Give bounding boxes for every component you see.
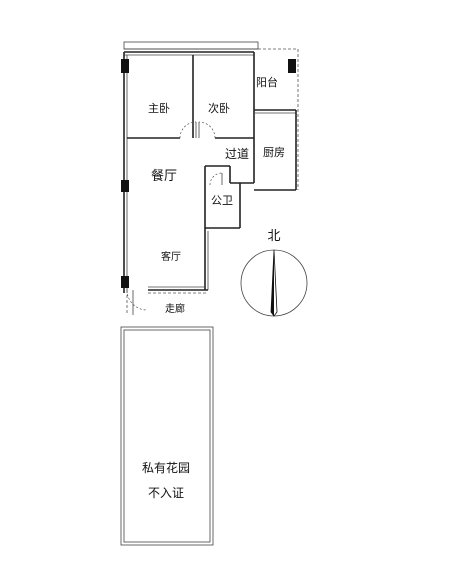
top-rail: [123, 41, 299, 190]
doors: [126, 121, 223, 315]
room-label-kitchen: 厨房: [263, 146, 285, 159]
room-label-corridor: 过道: [225, 147, 249, 161]
pillars: [121, 59, 296, 288]
compass-north-label: 北: [267, 229, 280, 244]
garden-note: 不入证: [148, 486, 184, 500]
room-label-second-bedroom: 次卧: [208, 101, 230, 115]
hallway-outline: [126, 290, 208, 315]
compass: [240, 249, 308, 317]
garden-name: 私有花园: [142, 460, 190, 475]
room-label-hallway: 走廊: [165, 302, 185, 315]
garden-area: [120, 326, 214, 546]
room-label-balcony: 阳台: [256, 75, 278, 89]
room-label-public-bathroom: 公卫: [211, 194, 233, 207]
room-label-dining-room: 餐厅: [151, 168, 177, 184]
outer-walls: [123, 51, 297, 293]
room-label-master-bedroom: 主卧: [148, 102, 170, 115]
room-label-living-room: 客厅: [161, 250, 181, 263]
